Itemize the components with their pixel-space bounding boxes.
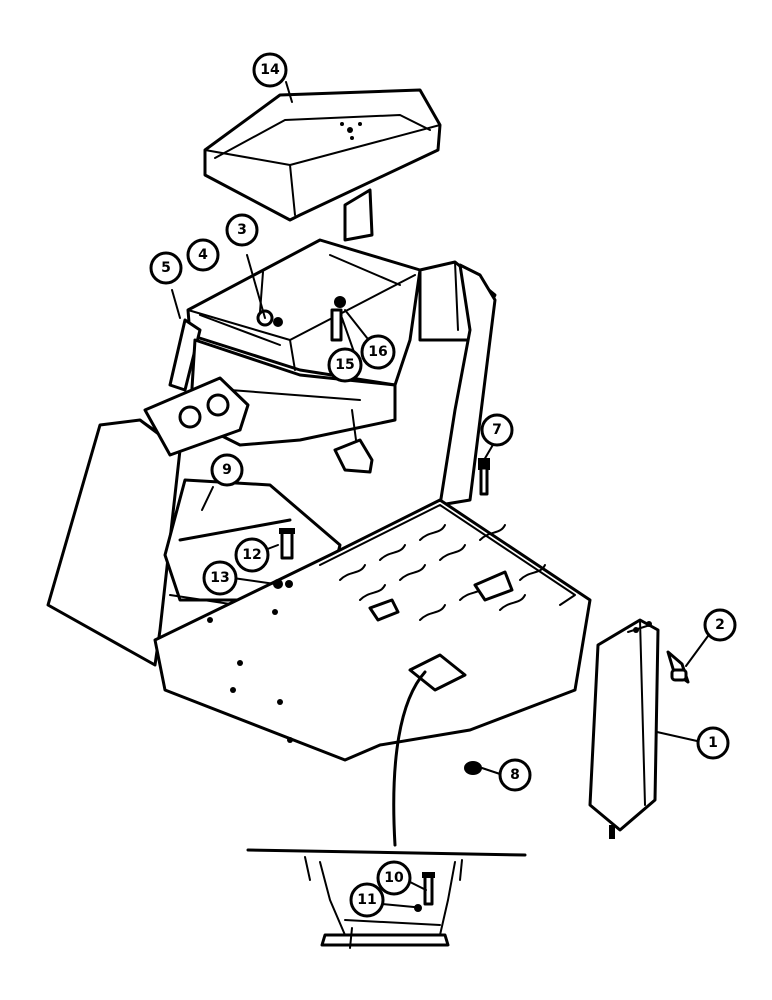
callout-2: 2 bbox=[703, 608, 737, 642]
callout-8: 8 bbox=[498, 758, 532, 792]
side-cover bbox=[588, 618, 660, 839]
svg-text:9: 9 bbox=[222, 462, 232, 478]
svg-text:15: 15 bbox=[335, 357, 354, 373]
callout-15: 15 bbox=[327, 347, 363, 383]
nut-8 bbox=[464, 761, 482, 775]
svg-text:16: 16 bbox=[368, 344, 387, 360]
callout-12: 12 bbox=[234, 537, 270, 573]
svg-text:8: 8 bbox=[510, 767, 520, 783]
svg-text:5: 5 bbox=[161, 260, 171, 276]
svg-text:11: 11 bbox=[357, 892, 376, 908]
svg-text:4: 4 bbox=[198, 247, 208, 263]
callout-10: 10 bbox=[376, 860, 412, 896]
svg-text:1: 1 bbox=[708, 735, 718, 751]
leader-lines bbox=[171, 81, 709, 908]
callout-1: 1 bbox=[696, 726, 730, 760]
svg-text:12: 12 bbox=[242, 547, 261, 563]
svg-text:3: 3 bbox=[237, 222, 247, 238]
bolt-15 bbox=[330, 308, 343, 342]
armrest-pad bbox=[203, 88, 442, 242]
svg-text:14: 14 bbox=[260, 62, 280, 78]
floor-plate bbox=[153, 498, 592, 762]
svg-text:10: 10 bbox=[384, 870, 404, 886]
bolt-7 bbox=[478, 458, 490, 496]
nut-13 bbox=[273, 579, 283, 589]
svg-text:13: 13 bbox=[210, 570, 229, 586]
callout-4: 4 bbox=[186, 238, 220, 272]
callout-7: 7 bbox=[480, 413, 514, 447]
callout-14: 14 bbox=[252, 52, 288, 88]
callouts: 14 3 4 5 16 15 bbox=[149, 52, 737, 918]
svg-text:2: 2 bbox=[715, 617, 725, 633]
washer-16 bbox=[334, 296, 346, 308]
nut-11 bbox=[414, 904, 422, 912]
callout-5: 5 bbox=[149, 251, 183, 285]
screw-2 bbox=[666, 650, 690, 684]
hose-line bbox=[392, 670, 427, 847]
svg-text:7: 7 bbox=[492, 422, 502, 438]
lower-detail-view bbox=[246, 848, 527, 949]
callout-11: 11 bbox=[349, 882, 385, 918]
nut-3 bbox=[273, 317, 283, 327]
callout-3: 3 bbox=[225, 213, 259, 247]
bolt-12 bbox=[279, 528, 295, 560]
callout-9: 9 bbox=[210, 453, 244, 487]
callout-13: 13 bbox=[202, 560, 238, 596]
callout-16: 16 bbox=[360, 334, 396, 370]
